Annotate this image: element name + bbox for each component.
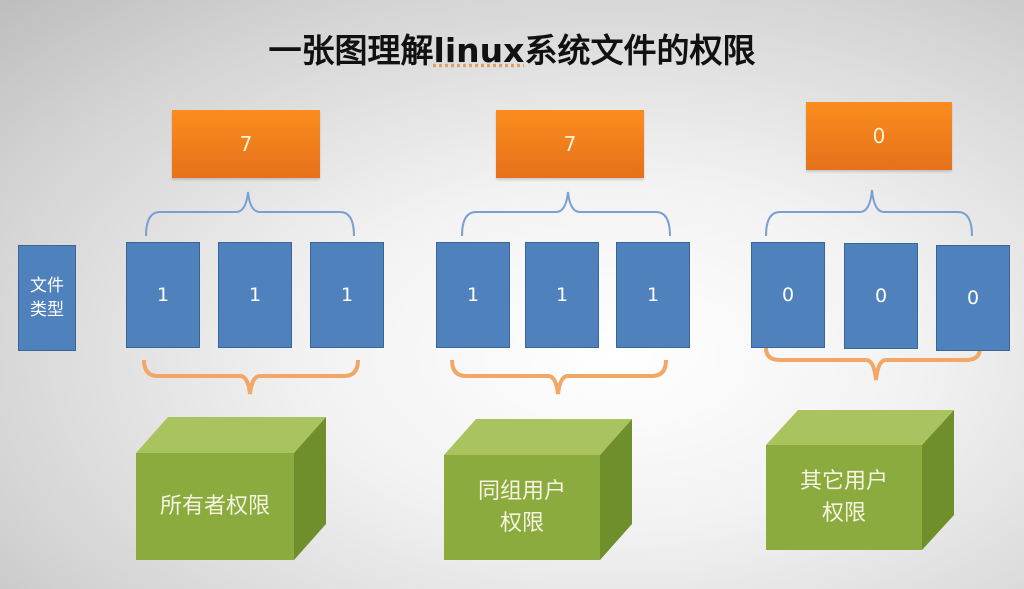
group-permission-label: 同组用户 权限 [477,478,566,536]
page-title: 一张图理解linux系统文件的权限 [0,24,1024,72]
octal-group: 7 [496,110,644,178]
title-linux: linux [433,31,525,70]
bit-owner-write: 1 [218,242,292,348]
brace-bottom-group [450,359,668,395]
bit-group-exec: 1 [616,242,690,348]
bit-other-read: 0 [751,242,825,348]
orange-braces [142,347,982,395]
octal-owner: 7 [172,110,320,178]
brace-bottom-owner [142,359,360,395]
title-suffix: 系统文件的权限 [524,31,756,70]
brace-bottom-other [764,347,982,381]
bit-group-read: 1 [436,242,510,348]
other-permission-label: 其它用户 权限 [799,468,888,526]
cube-owner [136,417,326,560]
brace-top-other [765,189,973,237]
bit-owner-read: 1 [126,242,200,348]
title-prefix: 一张图理解 [268,31,434,70]
brace-top-group [461,191,671,237]
octal-other: 0 [806,102,952,170]
cube-group [444,419,632,560]
owner-permission-label: 所有者权限 [159,493,270,519]
bit-group-write: 1 [525,242,599,348]
blue-braces [145,189,973,237]
brace-top-owner [145,191,355,237]
cube-other [766,410,954,550]
file-type-box: 文件 类型 [18,245,76,351]
bit-owner-exec: 1 [310,242,384,348]
bit-other-write: 0 [844,243,918,349]
bit-other-exec: 0 [936,245,1010,351]
